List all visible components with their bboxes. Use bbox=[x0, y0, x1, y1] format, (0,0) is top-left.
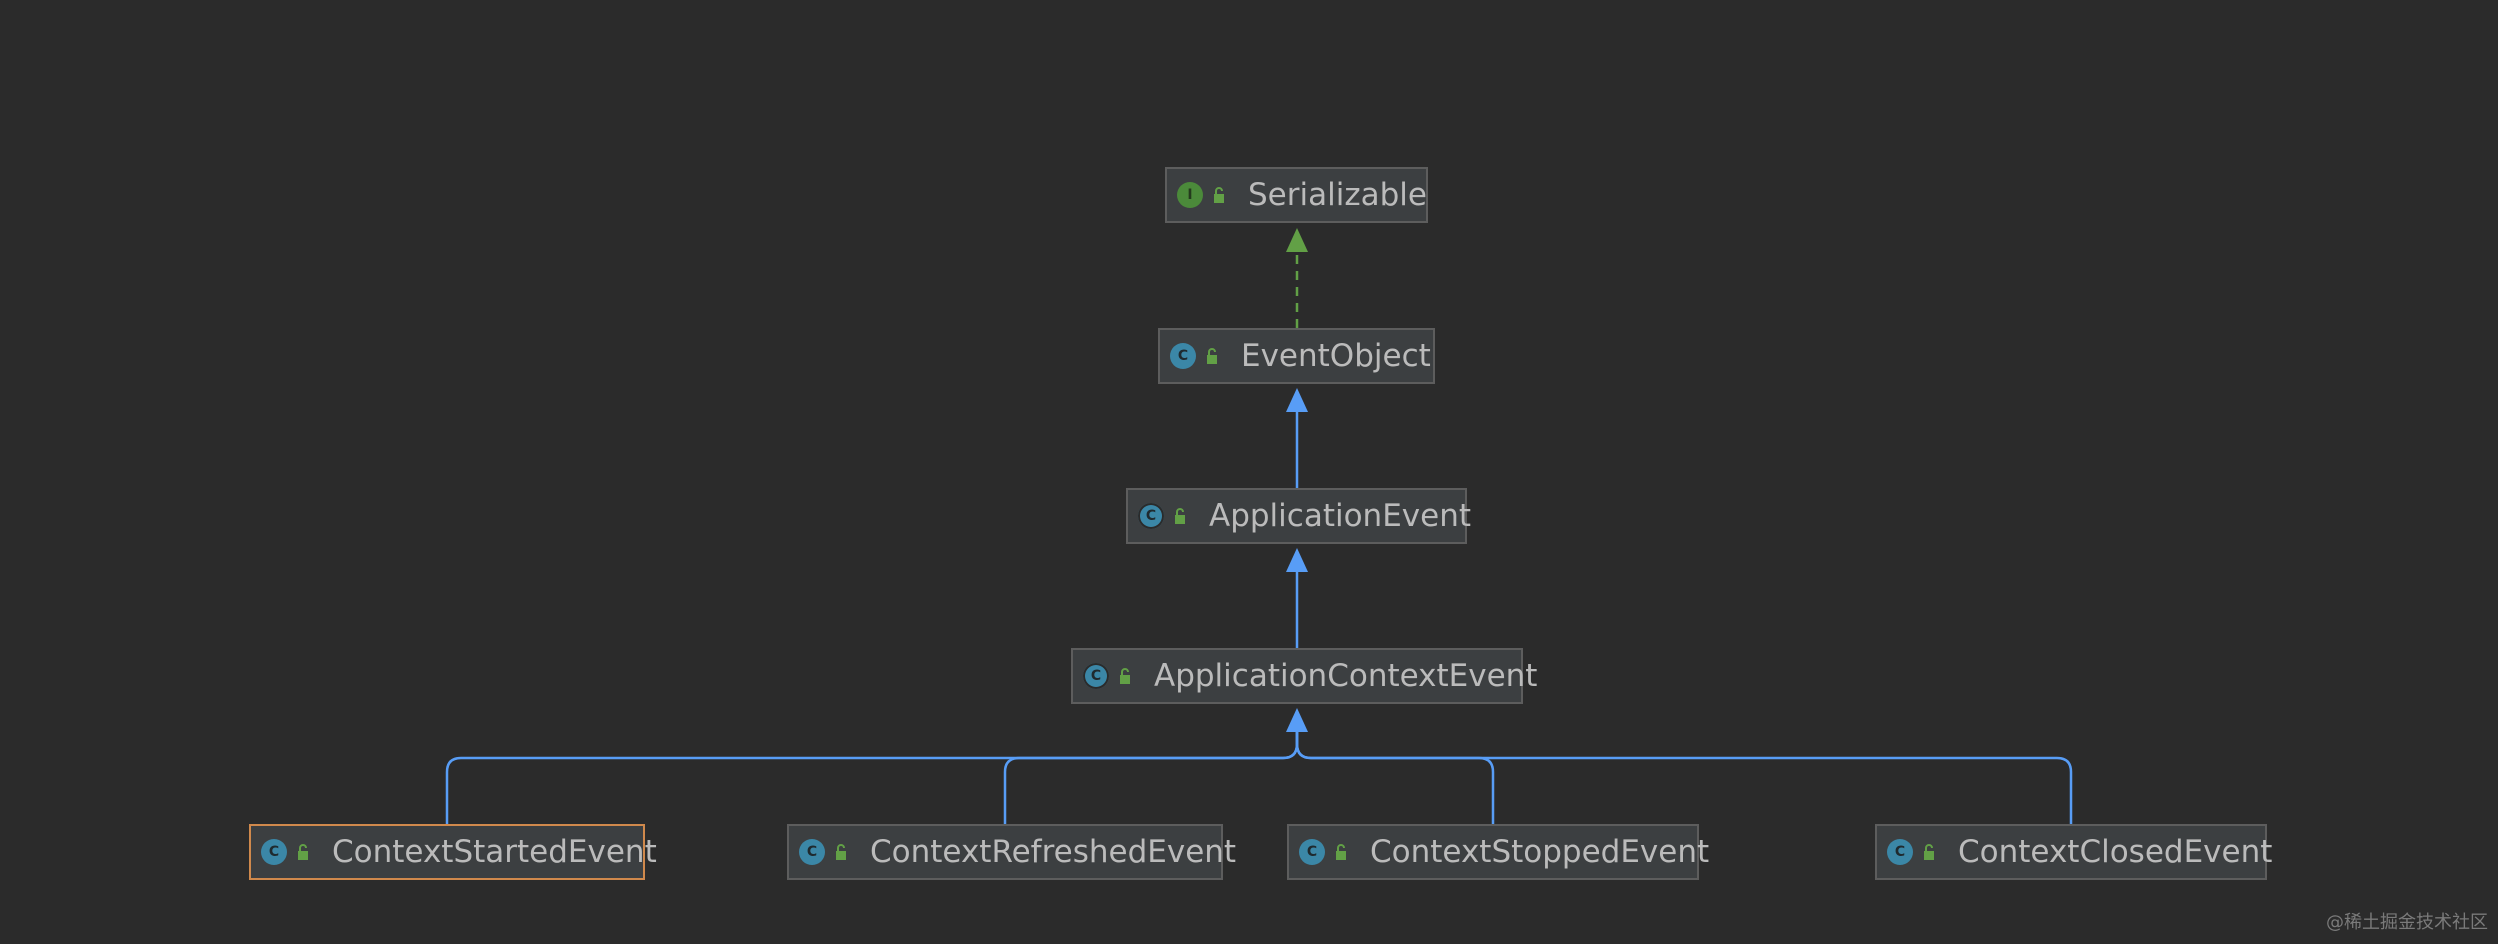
node-contextrefreshedevent[interactable]: C ContextRefreshedEvent bbox=[787, 824, 1236, 880]
extends-edge-contextstoppedevent bbox=[1295, 732, 1495, 824]
node-label: ApplicationContextEvent bbox=[1154, 658, 1538, 694]
class-icon: C bbox=[261, 839, 287, 865]
node-eventobject[interactable]: C EventObject bbox=[1158, 328, 1435, 384]
extends-edge-contextrefreshedevent bbox=[1003, 732, 1299, 824]
node-contextstartedevent[interactable]: C ContextStartedEvent bbox=[249, 824, 657, 880]
public-access-lock-icon bbox=[298, 844, 308, 860]
node-label: ContextStoppedEvent bbox=[1370, 834, 1710, 870]
abstract-class-icon: C bbox=[1138, 503, 1164, 529]
interface-icon: I bbox=[1177, 182, 1203, 208]
node-contextclosedevent[interactable]: C ContextClosedEvent bbox=[1875, 824, 2272, 880]
public-access-lock-icon bbox=[836, 844, 846, 860]
public-access-lock-icon bbox=[1336, 844, 1346, 860]
extends-arrowhead bbox=[1286, 548, 1308, 572]
class-icon: C bbox=[1299, 839, 1325, 865]
watermark: @稀土掘金技术社区 bbox=[2326, 912, 2488, 933]
node-label: ContextRefreshedEvent bbox=[870, 834, 1237, 870]
class-icon: C bbox=[1887, 839, 1913, 865]
public-access-lock-icon bbox=[1924, 844, 1934, 860]
class-icon: C bbox=[1170, 343, 1196, 369]
node-label: Serializable bbox=[1248, 177, 1427, 213]
node-label: EventObject bbox=[1241, 338, 1431, 374]
implements-arrowhead bbox=[1286, 228, 1308, 252]
extends-edge-contextclosedevent bbox=[1295, 732, 2073, 824]
extends-arrowhead bbox=[1286, 708, 1308, 732]
extends-edge-contextstartedevent bbox=[445, 732, 1299, 824]
node-applicationevent[interactable]: C ApplicationEvent bbox=[1126, 488, 1471, 544]
public-access-lock-icon bbox=[1214, 187, 1224, 203]
node-label: ApplicationEvent bbox=[1209, 498, 1472, 534]
node-label: ContextClosedEvent bbox=[1958, 834, 2273, 870]
public-access-lock-icon bbox=[1175, 508, 1185, 524]
node-applicationcontextevent[interactable]: C ApplicationContextEvent bbox=[1071, 648, 1537, 704]
node-label: ContextStartedEvent bbox=[332, 834, 657, 870]
node-serializable[interactable]: I Serializable bbox=[1165, 167, 1428, 223]
public-access-lock-icon bbox=[1120, 668, 1130, 684]
class-icon: C bbox=[799, 839, 825, 865]
node-contextstoppedevent[interactable]: C ContextStoppedEvent bbox=[1287, 824, 1709, 880]
extends-arrowhead bbox=[1286, 388, 1308, 412]
abstract-class-icon: C bbox=[1083, 663, 1109, 689]
public-access-lock-icon bbox=[1207, 348, 1217, 364]
